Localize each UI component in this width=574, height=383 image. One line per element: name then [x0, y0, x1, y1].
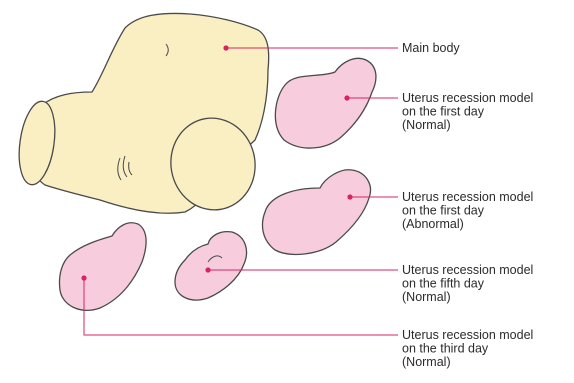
label-fifth-day-normal: Uterus recession model on the fifth day …	[402, 263, 537, 304]
uterus-model-third-day-normal	[59, 223, 146, 311]
uterus-model-fifth-day-normal	[175, 232, 247, 300]
label-third-day-normal: Uterus recession model on the third day …	[402, 328, 537, 369]
dot-first-day-abnormal	[347, 194, 352, 199]
uterus-model-first-day-abnormal	[262, 170, 370, 255]
dot-third-day-normal	[81, 275, 86, 280]
dot-first-day-normal	[344, 95, 349, 100]
dot-fifth-day-normal	[205, 267, 210, 272]
label-main-body: Main body	[402, 41, 460, 55]
main-body-model	[14, 13, 268, 216]
leader-third-day-normal	[84, 278, 398, 335]
uterus-model-first-day-normal	[275, 58, 376, 148]
dot-main-body	[223, 45, 228, 50]
label-first-day-normal: Uterus recession model on the first day …	[402, 91, 537, 132]
label-first-day-abnormal: Uterus recession model on the first day …	[402, 190, 537, 231]
